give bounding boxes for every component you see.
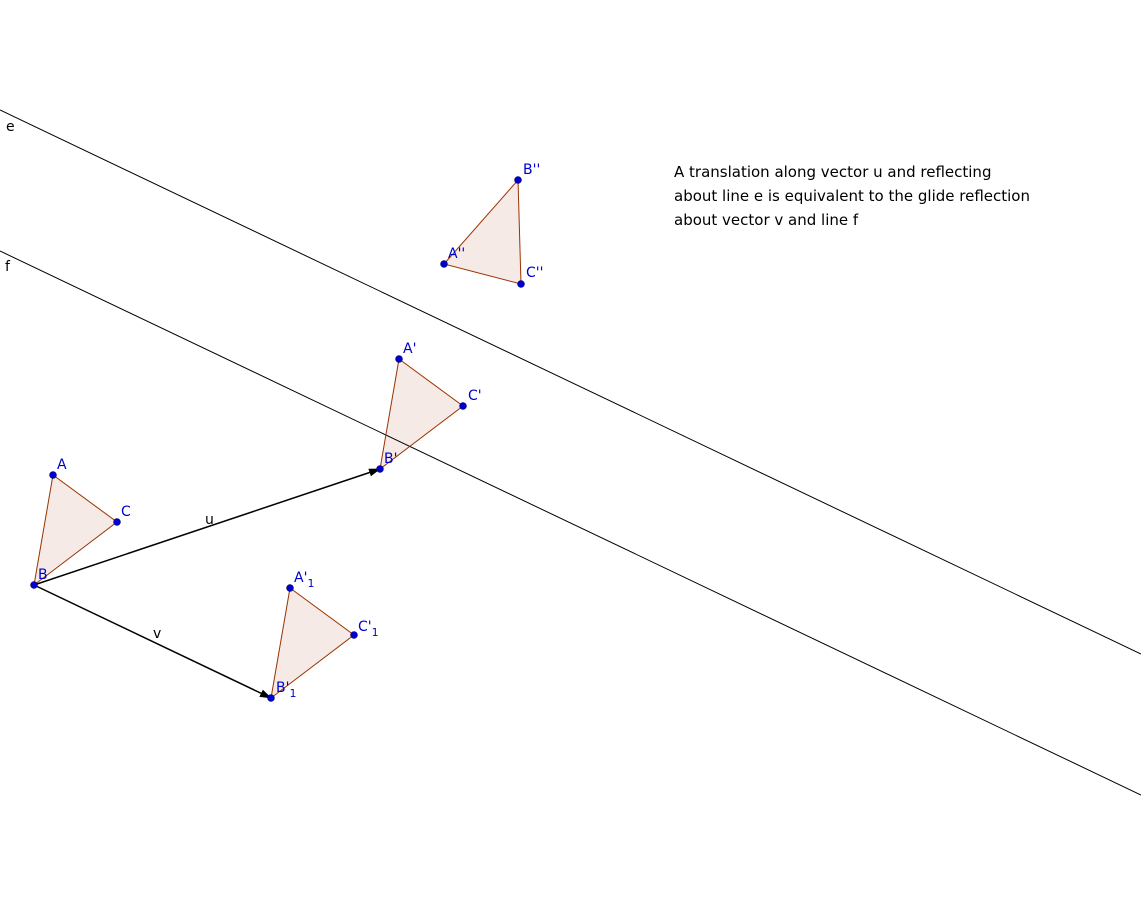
triangle-abc[interactable]: [33, 474, 118, 587]
caption-text: A translation along vector u and reflect…: [674, 160, 1054, 232]
point-a-double-prime-label: A'': [448, 246, 465, 262]
line-f[interactable]: [0, 250, 1141, 796]
line-e-label: e: [6, 119, 15, 135]
triangle-a1b1c1[interactable]: [379, 358, 464, 471]
point-c-prime-1-label: C'1: [358, 619, 379, 639]
vector-v[interactable]: [33, 584, 272, 699]
point-a-double-prime[interactable]: [440, 260, 448, 268]
vector-u-label: u: [205, 512, 214, 528]
point-c-prime[interactable]: [459, 402, 467, 410]
point-b-double-prime-label: B'': [523, 162, 540, 178]
point-c-prime-label: C': [468, 388, 482, 404]
point-c-prime-1[interactable]: [350, 631, 358, 639]
line-e[interactable]: [0, 109, 1141, 655]
point-b-label: B: [38, 567, 48, 583]
point-c-double-prime-label: C'': [526, 265, 543, 281]
point-b-prime-label: B': [384, 451, 397, 467]
point-a-prime-label: A': [403, 341, 416, 357]
point-b[interactable]: [30, 581, 38, 589]
point-a-label: A: [57, 457, 67, 473]
caption-line-2: about line e is equivalent to the glide …: [674, 187, 1030, 205]
point-b-prime-1-label: B'1: [276, 680, 296, 700]
triangle-a3b3c3[interactable]: [270, 587, 355, 700]
point-c-double-prime[interactable]: [517, 280, 525, 288]
caption-line-3: about vector v and line f: [674, 211, 859, 229]
point-a-prime[interactable]: [395, 355, 403, 363]
point-a-prime-1-label: A'1: [294, 570, 314, 590]
vector-u[interactable]: [33, 468, 381, 586]
point-b-prime[interactable]: [376, 465, 384, 473]
point-b-prime-1[interactable]: [267, 694, 275, 702]
caption-line-1: A translation along vector u and reflect…: [674, 163, 992, 181]
point-b-double-prime[interactable]: [514, 176, 522, 184]
point-a[interactable]: [49, 471, 57, 479]
point-c[interactable]: [113, 518, 121, 526]
line-f-label: f: [5, 259, 11, 275]
point-a-prime-1[interactable]: [286, 584, 294, 592]
vector-v-label: v: [153, 626, 161, 642]
triangle-a2b2c2[interactable]: [443, 178, 522, 285]
point-c-label: C: [121, 504, 131, 520]
